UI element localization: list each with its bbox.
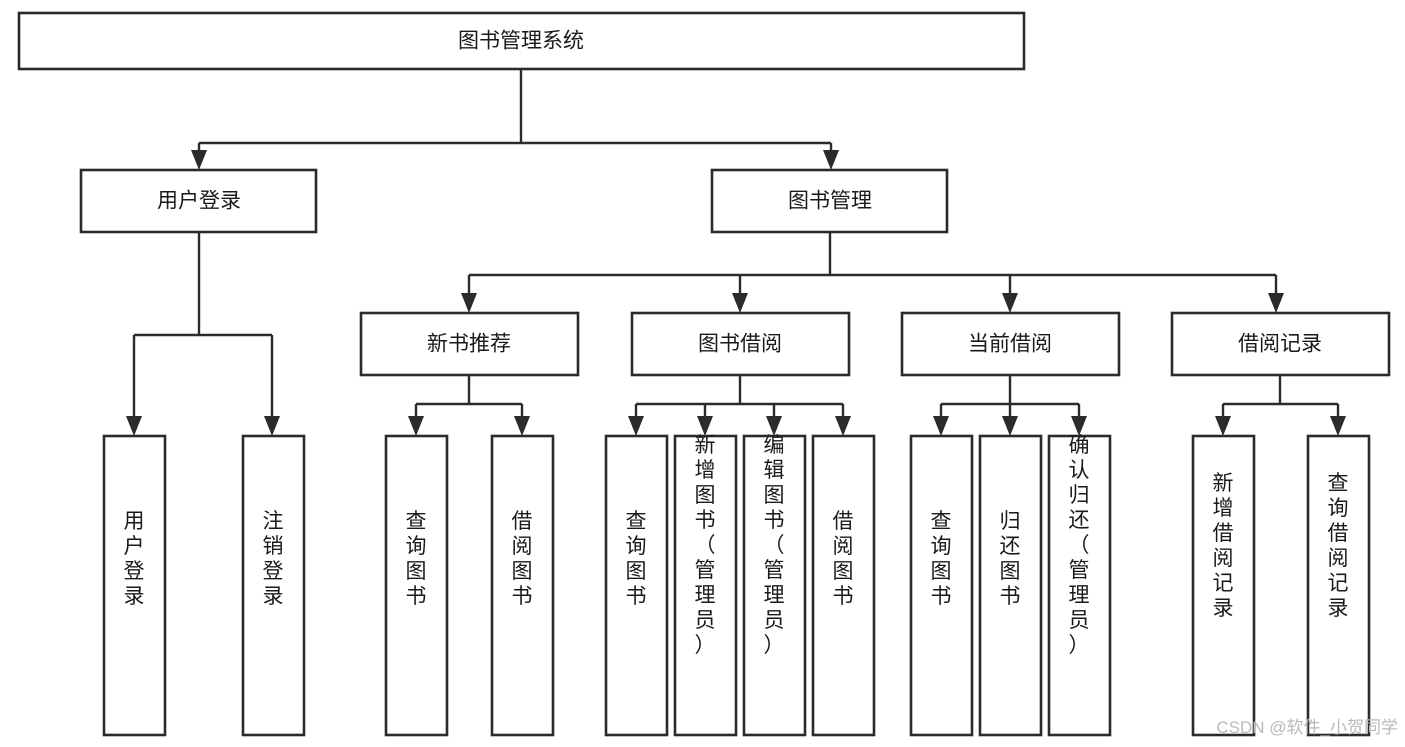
arrow-current-borrow-leaf-3	[1071, 416, 1087, 436]
leaf-label-vertical: 用户登录	[124, 510, 145, 608]
node-book-borrow[interactable]: 图书借阅	[630, 311, 851, 377]
leaf-node-book-borrow-4[interactable]: 借阅图书	[811, 434, 876, 737]
leaf-node-book-borrow-2[interactable]: 新增图书（管理员）	[673, 434, 738, 737]
arrow-to-user-login	[191, 150, 207, 170]
leaf-label-vertical: 借阅图书	[833, 510, 854, 608]
arrow-user-login-leaf-1	[126, 416, 142, 436]
borrow-record-box[interactable]	[1170, 311, 1391, 377]
root-box[interactable]	[17, 11, 1026, 71]
arrow-current-borrow-leaf-2	[1002, 416, 1018, 436]
connector-root-to-level2	[191, 69, 839, 170]
leaf-label-vertical: 查询图书	[406, 510, 427, 608]
leaf-label-vertical: 借阅图书	[512, 510, 533, 608]
current-borrow-label: 当前借阅	[968, 333, 1052, 356]
leaf-label-vertical: 新增借阅记录	[1213, 472, 1234, 620]
arrow-book-borrow-leaf-1	[628, 416, 644, 436]
arrow-new-book-leaf-2	[514, 416, 530, 436]
leaf-node-book-borrow-3[interactable]: 编辑图书（管理员）	[742, 434, 807, 737]
leaf-label-vertical: 查询图书	[626, 510, 647, 608]
connector-borrow-record-to-leaves	[1215, 375, 1346, 436]
arrow-book-borrow-leaf-3	[766, 416, 782, 436]
leaf-box[interactable]	[742, 434, 807, 737]
arrow-user-login-leaf-2	[264, 416, 280, 436]
node-new-book-recommend[interactable]: 新书推荐	[359, 311, 580, 377]
connector-new-book-to-leaves	[408, 375, 530, 436]
arrow-book-borrow-leaf-4	[835, 416, 851, 436]
leaf-box[interactable]	[384, 434, 449, 737]
arrow-to-book-manage	[823, 150, 839, 170]
leaf-box[interactable]	[909, 434, 974, 737]
leaf-label-vertical: 查询图书	[931, 510, 952, 608]
connector-book-management-to-level3	[461, 232, 1284, 313]
leaf-node-current-borrow-1[interactable]: 查询图书	[909, 434, 974, 737]
current-borrow-box[interactable]	[900, 311, 1121, 377]
arrow-borrow-record-leaf-1	[1215, 416, 1231, 436]
book-borrow-label: 图书借阅	[698, 333, 782, 356]
leaf-label-vertical: 编辑图书（管理员）	[764, 434, 785, 657]
borrow-record-label: 借阅记录	[1238, 333, 1322, 356]
leaf-box[interactable]	[604, 434, 669, 737]
arrow-new-book	[461, 293, 477, 313]
leaf-box[interactable]	[1306, 434, 1371, 737]
node-root[interactable]: 图书管理系统	[17, 11, 1026, 71]
book-borrow-box[interactable]	[630, 311, 851, 377]
leaf-label-vertical: 查询借阅记录	[1328, 472, 1349, 620]
leaf-box[interactable]	[978, 434, 1043, 737]
node-borrow-record[interactable]: 借阅记录	[1170, 311, 1391, 377]
book-management-box[interactable]	[710, 168, 949, 234]
book-management-label: 图书管理	[788, 190, 872, 213]
arrow-borrow-record-leaf-2	[1330, 416, 1346, 436]
arrow-borrow-record	[1268, 293, 1284, 313]
leaf-node-book-borrow-1[interactable]: 查询图书	[604, 434, 669, 737]
new-book-recommend-label: 新书推荐	[427, 333, 511, 356]
leaf-label-vertical: 新增图书（管理员）	[695, 434, 716, 657]
leaf-node-user-login-1[interactable]: 用户登录	[102, 434, 167, 737]
leaf-box[interactable]	[102, 434, 167, 737]
leaf-node-new-book-2[interactable]: 借阅图书	[490, 434, 555, 737]
arrow-current-borrow	[1002, 293, 1018, 313]
leaf-box[interactable]	[241, 434, 306, 737]
connector-book-borrow-to-leaves	[628, 375, 851, 436]
leaf-box[interactable]	[811, 434, 876, 737]
new-book-recommend-box[interactable]	[359, 311, 580, 377]
csdn-watermark: CSDN @软件_小贺同学	[1216, 718, 1398, 737]
node-current-borrow[interactable]: 当前借阅	[900, 311, 1121, 377]
leaf-node-borrow-record-2[interactable]: 查询借阅记录	[1306, 434, 1371, 737]
leaf-node-current-borrow-3[interactable]: 确认归还（管理员）	[1047, 434, 1112, 737]
leaf-node-borrow-record-1[interactable]: 新增借阅记录	[1191, 434, 1256, 737]
connector-current-borrow-to-leaves	[933, 375, 1087, 436]
node-user-login[interactable]: 用户登录	[79, 168, 318, 234]
arrow-new-book-leaf-1	[408, 416, 424, 436]
node-book-management[interactable]: 图书管理	[710, 168, 949, 234]
root-label: 图书管理系统	[458, 30, 584, 53]
arrow-book-borrow-leaf-2	[697, 416, 713, 436]
leaf-label-vertical: 注销登录	[263, 510, 284, 608]
leaf-node-current-borrow-2[interactable]: 归还图书	[978, 434, 1043, 737]
leaf-node-new-book-1[interactable]: 查询图书	[384, 434, 449, 737]
arrow-current-borrow-leaf-1	[933, 416, 949, 436]
leaf-node-user-login-2[interactable]: 注销登录	[241, 434, 306, 737]
arrow-book-borrow	[732, 293, 748, 313]
user-login-label: 用户登录	[157, 190, 241, 213]
connector-user-login-to-leaves	[126, 232, 280, 436]
leaf-box[interactable]	[1191, 434, 1256, 737]
leaf-label-vertical: 归还图书	[1000, 510, 1021, 608]
leaf-label-vertical: 确认归还（管理员）	[1069, 434, 1090, 657]
leaf-box[interactable]	[673, 434, 738, 737]
leaf-box[interactable]	[1047, 434, 1112, 737]
leaf-box[interactable]	[490, 434, 555, 737]
